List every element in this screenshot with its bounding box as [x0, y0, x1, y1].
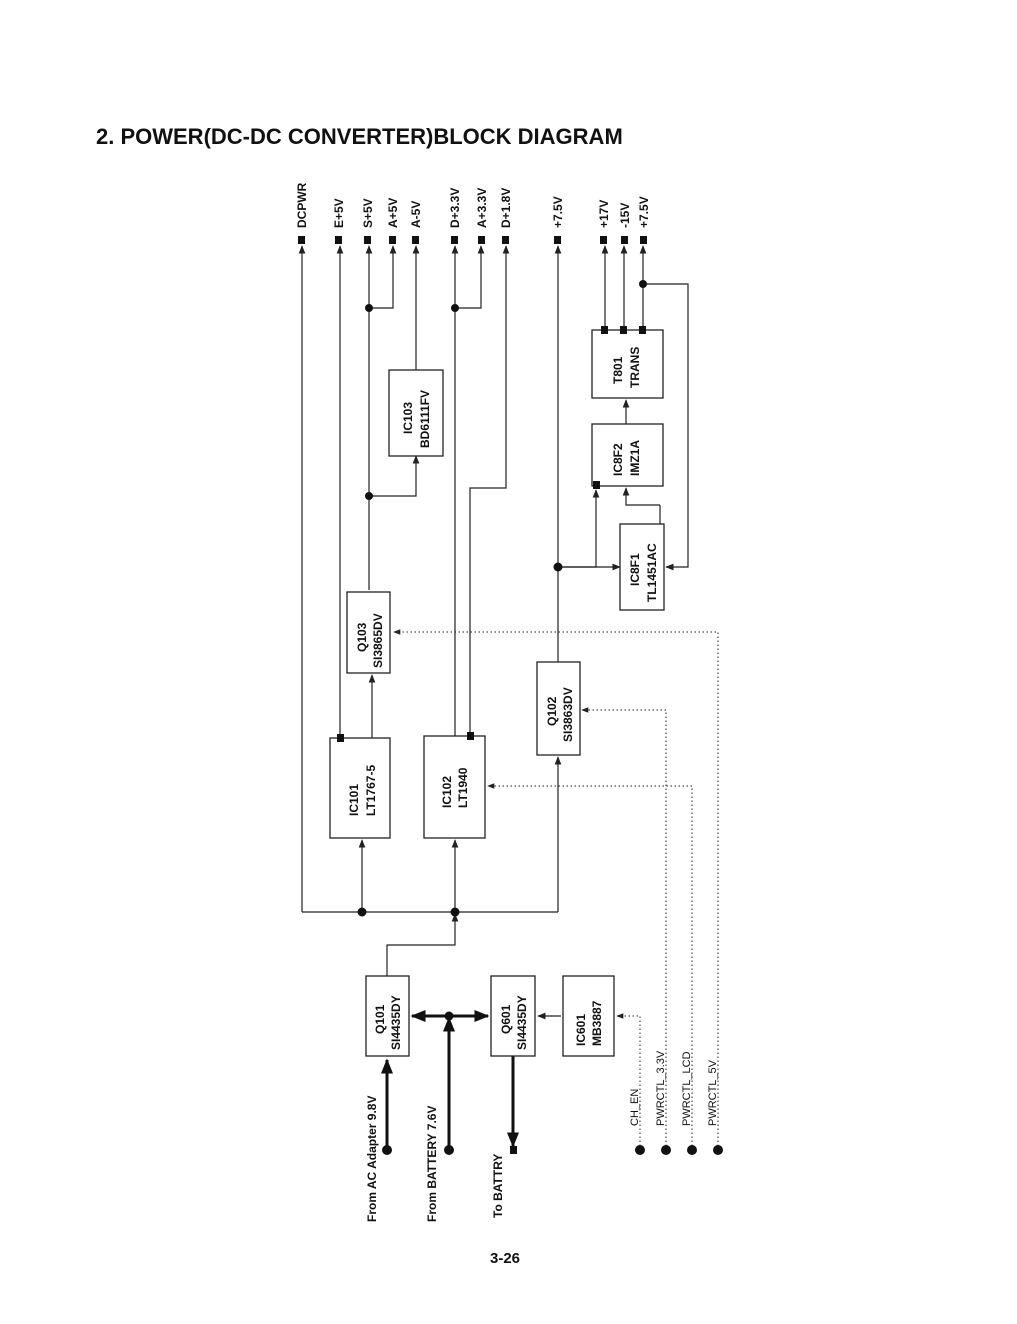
block-t801-part: TRANS [628, 347, 642, 388]
block-q102-part: SI3863DV [561, 687, 575, 742]
block-q103: Q103 SI3865DV [346, 591, 391, 674]
wiring [298, 245, 719, 1150]
output-label-to-battery: To BATTRY [491, 1154, 505, 1218]
block-ic8f1-part: TL1451AC [645, 543, 659, 602]
output-label-s5v: S+5V [361, 198, 375, 228]
input-label-battery: From BATTERY 7.6V [425, 1106, 439, 1222]
block-ic601-ref: IC601 [574, 1014, 588, 1046]
block-q103-part: SI3865DV [371, 613, 385, 668]
page-title: 2. POWER(DC-DC CONVERTER)BLOCK DIAGRAM [96, 124, 623, 149]
block-ic101-part: LT1767-5 [364, 765, 378, 816]
signal-label-pwrctl-33v: PWRCTL_3.3V [655, 1050, 667, 1126]
output-label-m15v: -15V [618, 203, 632, 228]
block-ic8f2-ref: IC8F2 [611, 443, 625, 476]
output-label-a33v: A+3.3V [475, 188, 489, 228]
block-ic103-ref: IC103 [401, 402, 415, 434]
output-label-p75v: +7.5V [551, 196, 565, 228]
block-ic102: IC102 LT1940 [423, 732, 486, 839]
output-label-p75v-b: +7.5V [637, 196, 651, 228]
output-label-e5v: E+5V [332, 198, 346, 228]
block-t801-ref: T801 [611, 356, 625, 384]
block-ic103: IC103 BD6111FV [388, 369, 444, 457]
block-q102-ref: Q102 [545, 696, 559, 726]
input-terminals [382, 1145, 723, 1155]
signal-label-ch-en: CH_EN [629, 1089, 641, 1126]
output-label-d33v: D+3.3V [448, 188, 462, 228]
block-ic8f1-ref: IC8F1 [628, 553, 642, 586]
block-ic601: IC601 MB3887 [562, 975, 615, 1057]
output-label-p17v: +17V [597, 200, 611, 228]
block-ic102-ref: IC102 [440, 776, 454, 808]
output-terminals [298, 236, 647, 244]
block-ic101: IC101 LT1767-5 [329, 734, 391, 839]
output-label-d18v: D+1.8V [499, 188, 513, 228]
input-label-ac-adapter: From AC Adapter 9.8V [365, 1096, 379, 1222]
signal-label-pwrctl-lcd: PWRCTL_LCD [681, 1051, 693, 1126]
block-q601-ref: Q601 [499, 1004, 513, 1034]
block-ic8f1: IC8F1 TL1451AC [619, 523, 665, 611]
block-ic101-ref: IC101 [347, 784, 361, 816]
block-ic8f2: IC8F2 IMZ1A [591, 423, 664, 489]
block-ic601-part: MB3887 [590, 1000, 604, 1046]
output-label-am5v: A-5V [409, 201, 423, 228]
signal-label-pwrctl-5v: PWRCTL_5V [707, 1059, 719, 1126]
block-q601: Q601 SI4435DY [490, 975, 536, 1057]
block-q103-ref: Q103 [355, 622, 369, 652]
output-label-dcpwr: DCPWR [295, 182, 309, 228]
page-number: 3-26 [490, 1250, 521, 1267]
block-ic102-part: LT1940 [456, 767, 470, 808]
block-q101-part: SI4435DY [389, 995, 403, 1050]
block-t801: T801 TRANS [591, 326, 664, 399]
block-q102: Q102 SI3863DV [536, 661, 581, 756]
block-q601-part: SI4435DY [515, 995, 529, 1050]
junction-dots [357, 280, 647, 1021]
block-ic8f2-part: IMZ1A [628, 440, 642, 476]
output-label-a5v: A+5V [386, 198, 400, 228]
block-ic103-part: BD6111FV [418, 390, 432, 448]
block-q101-ref: Q101 [373, 1004, 387, 1034]
block-q101: Q101 SI4435DY [365, 975, 410, 1057]
